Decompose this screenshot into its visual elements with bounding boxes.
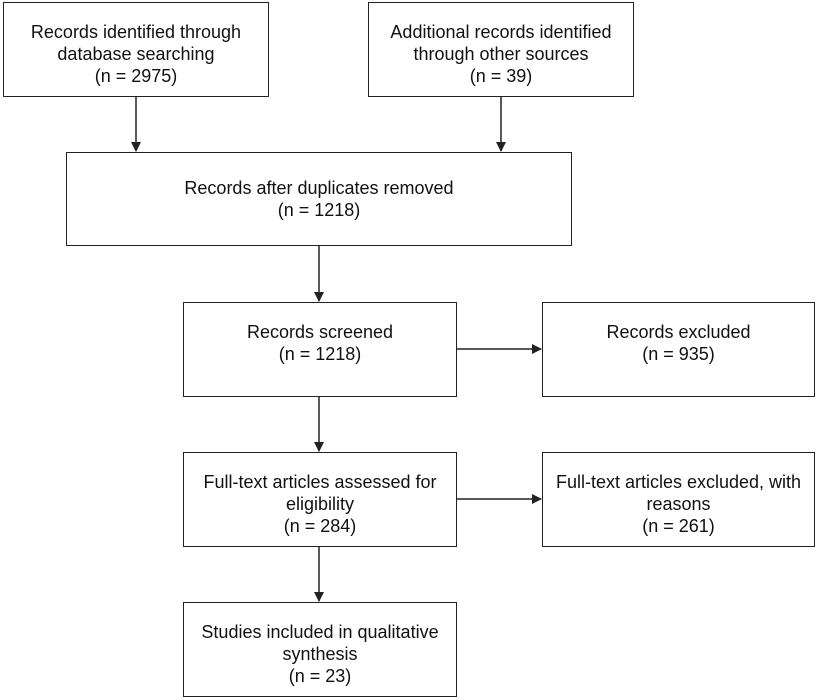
- box-records-screened: Records screened (n = 1218): [183, 302, 457, 397]
- box-count: (n = 261): [642, 516, 715, 536]
- box-count: (n = 39): [469, 66, 533, 86]
- box-text-line: Full-text articles assessed for: [203, 472, 437, 492]
- box-count: (n = 284): [283, 516, 357, 536]
- box-text-line: synthesis: [282, 644, 358, 664]
- box-text-line: through other sources: [413, 44, 589, 64]
- box-text-line: Records excluded: [606, 322, 751, 342]
- box-text-line: Full-text articles excluded, with: [555, 472, 802, 492]
- box-text-line: Records screened: [246, 322, 394, 342]
- box-fulltext-excluded: Full-text articles excluded, with reason…: [542, 452, 815, 547]
- box-text-line: database searching: [57, 44, 215, 64]
- box-records-identified-database: Records identified through database sear…: [3, 2, 269, 97]
- box-studies-included: Studies included in qualitative synthesi…: [183, 602, 457, 697]
- box-records-excluded: Records excluded (n = 935): [542, 302, 815, 397]
- box-text-line: eligibility: [285, 494, 354, 514]
- box-count: (n = 23): [288, 666, 352, 686]
- box-count: (n = 1218): [277, 200, 361, 220]
- box-count: (n = 1218): [278, 344, 362, 364]
- box-text-line: reasons: [646, 494, 711, 514]
- box-count: (n = 2975): [94, 66, 178, 86]
- box-fulltext-assessed: Full-text articles assessed for eligibil…: [183, 452, 457, 547]
- box-text-line: Records after duplicates removed: [184, 178, 454, 198]
- box-text-line: Additional records identified: [390, 22, 612, 42]
- box-records-after-duplicates: Records after duplicates removed (n = 12…: [66, 152, 572, 246]
- box-records-identified-other-sources: Additional records identified through ot…: [368, 2, 634, 97]
- box-text-line: Studies included in qualitative: [201, 622, 439, 642]
- box-count: (n = 935): [642, 344, 715, 364]
- box-text-line: Records identified through: [30, 22, 242, 42]
